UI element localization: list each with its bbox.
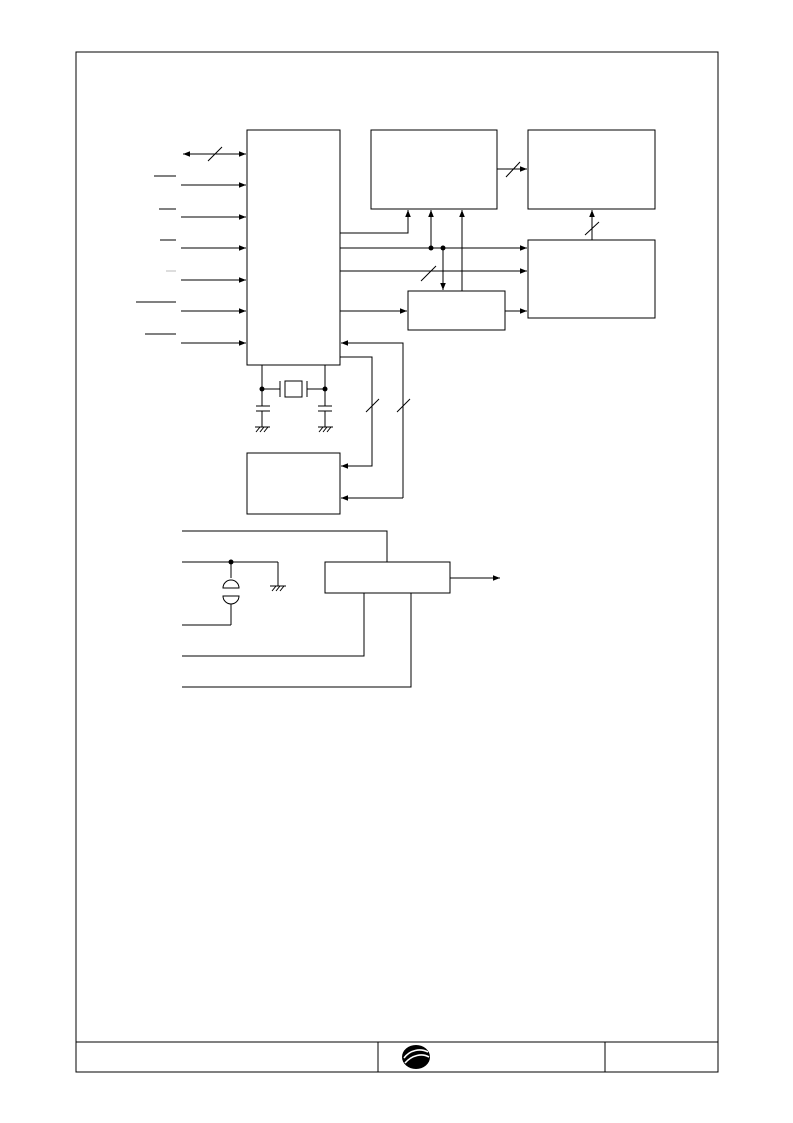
junction-dots [228, 245, 446, 565]
aux-bus-1 [340, 356, 373, 469]
brand-logo-icon [402, 1045, 430, 1069]
power-line-3 [182, 593, 412, 688]
bus-slash-mark [207, 146, 223, 162]
memory-block [370, 129, 498, 210]
footer-title-block [76, 1041, 718, 1072]
adjust-element-icon [222, 579, 240, 589]
driver-block [527, 239, 656, 319]
display-block [527, 129, 656, 210]
regulator-block [324, 561, 451, 594]
power-line-2 [182, 593, 365, 657]
crystal-oscillator [255, 365, 333, 433]
ctrl-memory-line [340, 210, 411, 234]
aux-block [246, 452, 341, 515]
power-line-1 [182, 530, 388, 562]
aux-bus-2 [341, 340, 404, 498]
controller-block [246, 129, 341, 366]
logic-block [407, 290, 506, 331]
page-frame [75, 51, 719, 1073]
control-inputs [136, 175, 246, 346]
